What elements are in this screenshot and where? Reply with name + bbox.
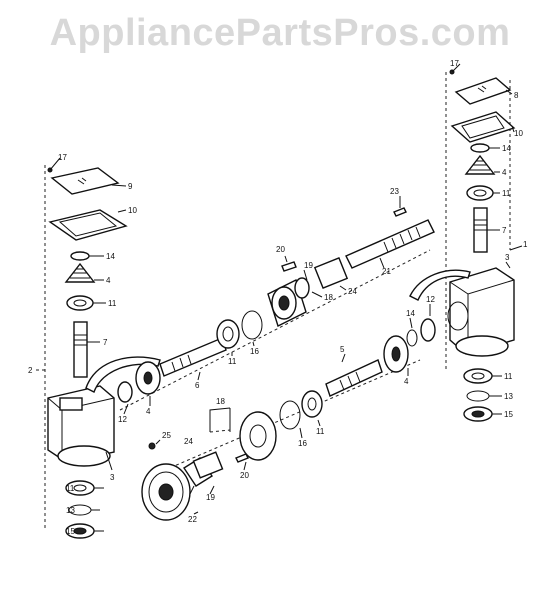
left-vertical-shaft (73, 321, 88, 378)
callout-21: 21 (382, 267, 391, 276)
shaft-6 (159, 337, 227, 377)
callout-11-right-lower: 11 (504, 372, 513, 381)
left-bearing-upper (66, 295, 94, 311)
callout-7-left: 7 (103, 338, 108, 347)
callout-4-pinion-left: 4 (146, 407, 151, 416)
bearing-12-left (117, 381, 133, 403)
callout-19-upper: 19 (304, 261, 313, 270)
right-bearing-upper (466, 185, 494, 201)
right-housing (449, 267, 515, 355)
callout-13-left: 13 (66, 506, 75, 515)
callout-14-side: 14 (406, 309, 415, 318)
seal-16-upper (241, 310, 263, 340)
callout-22: 22 (188, 515, 197, 524)
callout-6: 6 (195, 381, 200, 390)
callout-11-left-lower: 11 (66, 484, 75, 493)
callout-14-right: 14 (502, 144, 511, 153)
bearing-11-lower-mid (301, 390, 323, 418)
upper-shaft-assembly (117, 196, 435, 415)
callout-17-right: 17 (450, 59, 459, 68)
callout-7-right: 7 (502, 226, 507, 235)
left-cover-plate (50, 167, 120, 195)
sleeve-24-upper (313, 257, 349, 289)
callout-12-left: 12 (118, 415, 127, 424)
callout-9: 9 (128, 182, 133, 191)
right-bearing-lower (463, 368, 493, 384)
bolt-20-lower (235, 453, 249, 463)
bearing-11-mid (216, 319, 240, 349)
set-screw-25 (148, 442, 156, 450)
callout-4-right: 4 (502, 168, 507, 177)
callout-24-upper: 24 (348, 287, 357, 296)
callout-24-lower: 24 (184, 437, 193, 446)
callout-16-lower: 16 (298, 439, 307, 448)
callout-3-left: 3 (110, 473, 115, 482)
callout-14-left: 14 (106, 252, 115, 261)
right-snap-ring (466, 390, 490, 402)
callout-10-left: 10 (128, 206, 137, 215)
shaft-21 (345, 219, 435, 269)
callout-4-pinion-right: 4 (404, 377, 409, 386)
right-gearbox-stack (406, 63, 523, 422)
callout-18-lower: 18 (216, 397, 225, 406)
callout-16-upper: 16 (250, 347, 259, 356)
callout-18-upper: 18 (324, 293, 333, 302)
right-gasket (450, 111, 516, 143)
callout-20-lower: 20 (240, 471, 249, 480)
callout-5: 5 (340, 345, 345, 354)
bolt-20-upper (281, 261, 297, 272)
callout-1: 1 (523, 240, 528, 249)
callout-labels: 1 2 3 3 4 4 4 4 5 6 7 7 8 9 10 10 11 11 … (28, 59, 528, 536)
callout-4-left: 4 (106, 276, 111, 285)
callout-8: 8 (514, 91, 519, 100)
callout-11-mid: 11 (228, 357, 237, 366)
left-gasket (48, 209, 128, 241)
bearing-12-right (420, 318, 436, 342)
watermark: AppliancePartsPros.com (49, 12, 511, 54)
shaft-5 (325, 359, 383, 397)
callout-11-right-upper: 11 (502, 189, 511, 198)
seal-16-lower (279, 400, 301, 430)
left-gearbox-stack (36, 157, 128, 539)
callout-12-right: 12 (426, 295, 435, 304)
key-23 (393, 207, 407, 217)
callout-11-lower-mid: 11 (316, 427, 325, 436)
left-sweep-arrow (85, 356, 161, 393)
callout-15-right: 15 (504, 410, 513, 419)
callout-11-left-upper: 11 (108, 299, 117, 308)
callout-15-left: 15 (66, 527, 75, 536)
collar-19-lower (192, 451, 224, 479)
right-sweep-arrow (409, 269, 471, 301)
callout-23: 23 (390, 187, 399, 196)
callout-10-right: 10 (514, 129, 523, 138)
callout-20-upper: 20 (276, 245, 285, 254)
left-seal-14 (70, 251, 90, 261)
callout-13-right: 13 (504, 392, 513, 401)
callout-19-lower: 19 (206, 493, 215, 502)
right-seal-14 (470, 143, 490, 153)
bearing-19-upper (294, 277, 310, 299)
callout-2: 2 (28, 366, 33, 375)
callout-17-left: 17 (58, 153, 67, 162)
bearing-flange-18-lower (239, 411, 277, 461)
callout-25: 25 (162, 431, 171, 440)
lower-shaft-assembly (141, 335, 421, 521)
callout-3-right: 3 (505, 253, 510, 262)
right-seal-14-side (406, 329, 418, 347)
